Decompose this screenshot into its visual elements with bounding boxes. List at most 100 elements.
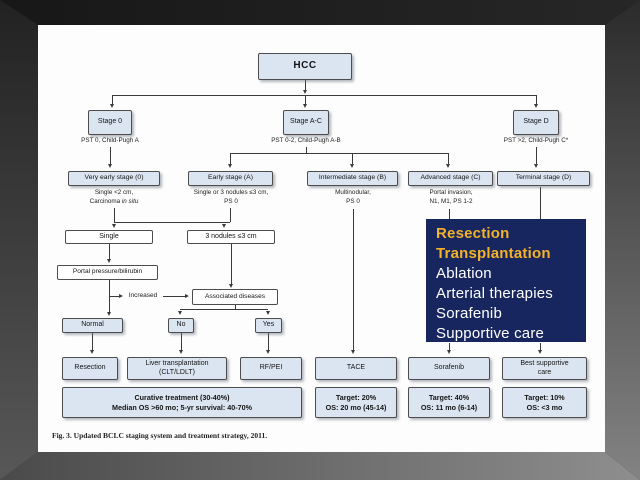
node-very-early-stage: Very early stage (0) [68,171,160,186]
arrow-down-icon [265,350,270,354]
arrow-down-icon [227,164,232,168]
criteria-line2: PS 0 [346,197,360,205]
connector [112,95,536,96]
arrow-right-icon [185,293,189,298]
treatment-overlay-panel: Resection Transplantation Ablation Arter… [426,219,586,342]
outcome-line1: Target: 40% [428,393,470,402]
node-sorafenib: Sorafenib [408,357,490,380]
arrow-down-icon [446,350,451,354]
label-early-criteria: Single or 3 nodules ≤3 cm, PS 0 [175,189,287,206]
label-increased: Increased [128,292,158,299]
arrow-down-icon [302,104,307,108]
node-single: Single [65,230,153,244]
node-curative-outcome: Curative treatment (30-40%) Median OS >6… [62,387,302,418]
arrow-down-icon [350,350,355,354]
arrow-down-icon [302,90,307,94]
overlay-item-transplantation: Transplantation [436,245,551,262]
connector [231,244,232,284]
arrow-down-icon [106,259,111,263]
overlay-item-arterial-therapies: Arterial therapies [436,285,553,302]
criteria-line2: PS 0 [224,197,238,205]
connector [352,153,353,164]
connector [112,95,113,104]
outcome-line2: OS: 11 mo (6-14) [420,402,478,412]
criteria-line1: Single <2 cm, [94,189,134,196]
node-stage-0: Stage 0 [88,110,132,135]
connector [109,296,119,297]
connector [114,208,115,222]
arrow-right-icon [119,293,123,298]
connector [540,343,541,350]
connector [163,296,185,297]
connector [536,95,537,104]
connector [110,147,111,164]
connector [92,333,93,350]
arrow-down-icon [228,284,233,288]
arrow-down-icon [177,311,182,315]
label-intermediate-criteria: Multinodular, PS 0 [308,189,398,206]
label-stage0-criteria: PST 0, Child-Pugh A [81,137,139,144]
node-early-stage: Early stage (A) [188,171,273,186]
overlay-item-supportive-care: Supportive care [436,325,545,342]
criteria-line1: Single or 3 nodules ≤3 cm, [193,189,269,196]
arrow-down-icon [221,224,226,228]
treatment-line2: (CLT/LDLT) [159,368,195,376]
node-tace-outcome: Target: 20% OS: 20 mo (45-14) [315,387,397,418]
node-liver-transplantation: Liver transplantation (CLT/LDLT) [127,357,227,380]
node-stage-d: Stage D [513,110,559,135]
arrow-down-icon [106,312,111,316]
overlay-item-resection: Resection [436,225,510,242]
arrow-down-icon [178,350,183,354]
connector [540,187,541,219]
connector [181,333,182,350]
criteria-line1: Portal invasion, [429,189,473,196]
connector [230,208,231,222]
figure-caption: Fig. 3. Updated BCLC staging system and … [52,431,268,440]
outcome-line2: Median OS >60 mo; 5-yr survival: 40-70% [111,402,253,412]
node-stage-a-c: Stage A-C [283,110,329,135]
treatment-line1: Liver transplantation [145,360,209,367]
node-terminal-stage: Terminal stage (D) [497,171,590,186]
criteria-line1: Multinodular, [335,189,371,196]
connector [353,209,354,350]
connector [305,95,306,104]
arrow-down-icon [349,164,354,168]
arrow-down-icon [89,350,94,354]
connector [109,244,110,259]
criteria-line2-italic: in situ [121,197,139,205]
outcome-line1: Target: 10% [524,393,565,402]
node-portal-pressure: Portal pressure/bilirubin [57,265,158,280]
node-yes: Yes [255,318,282,333]
node-advanced-stage: Advanced stage (C) [408,171,493,186]
node-sorafenib-outcome: Target: 40% OS: 11 mo (6-14) [408,387,490,418]
label-advanced-criteria: Portal invasion, N1, M1, PS 1-2 [406,189,496,206]
label-very-early-criteria: Single <2 cm, Carcinoma in situ [69,189,159,206]
outcome-line2: OS: <3 mo [526,402,563,412]
outcome-line1: Curative treatment (30-40%) [134,393,230,402]
criteria-line2: Carcinoma [89,197,122,205]
connector [449,343,450,350]
connector [268,333,269,350]
criteria-line2: N1, M1, PS 1-2 [429,197,473,205]
connector [449,209,450,219]
node-resection: Resection [62,357,118,380]
node-supportive-outcome: Target: 10% OS: <3 mo [502,387,587,418]
connector [114,222,230,223]
arrow-down-icon [533,164,538,168]
arrow-down-icon [445,164,450,168]
label-staged-criteria: PST >2, Child-Pugh C* [503,137,569,144]
connector [230,153,231,164]
connector [306,147,307,153]
connector [230,153,448,154]
arrow-down-icon [107,164,112,168]
node-hcc: HCC [258,53,352,80]
node-tace: TACE [315,357,397,380]
connector [305,80,306,91]
connector [180,309,268,310]
node-associated-diseases: Associated diseases [192,289,278,305]
